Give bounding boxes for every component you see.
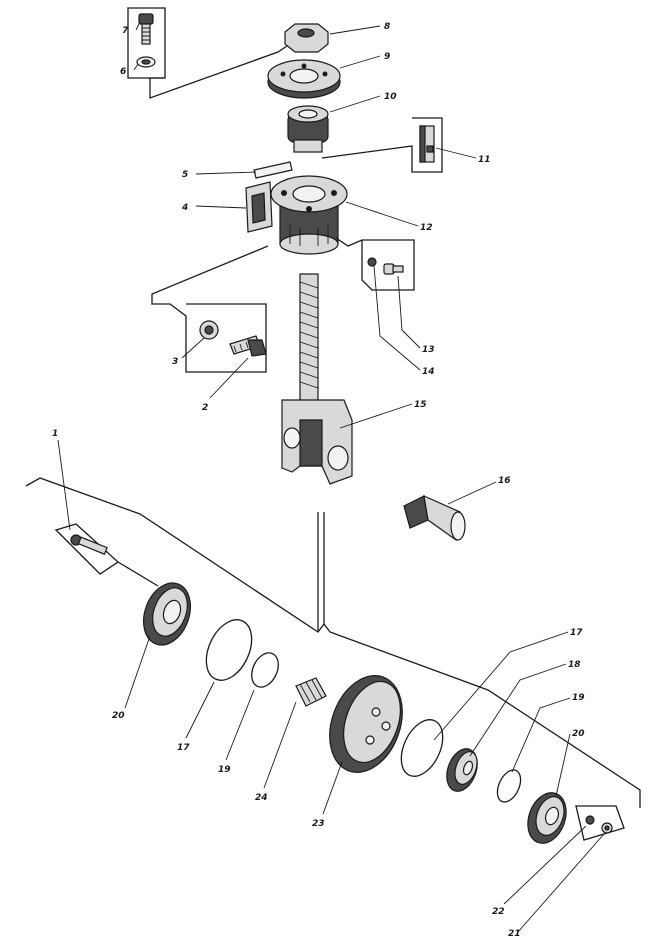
callout-3: 3 [172,357,178,367]
part-21-nut [601,822,613,834]
callout-20-right: 20 [572,729,585,739]
callout-22: 22 [492,907,505,917]
part-9-flange [267,59,341,99]
part-15-screw-yoke [281,273,353,485]
callout-17-left: 17 [177,743,190,753]
callout-10: 10 [384,92,397,102]
callout-14: 14 [422,367,435,377]
part-18-bearing [446,748,478,792]
detail-box-key [321,117,443,173]
part-17-gasket-right [400,719,444,777]
part-22-washer [585,815,595,825]
part-10-bushing [287,105,329,153]
detail-box-bolt-1 [54,523,159,587]
callout-24: 24 [255,793,268,803]
part-24-needle-bearing [295,677,327,707]
callout-21: 21 [508,929,521,939]
part-23-gear [329,674,403,774]
detail-box-bolt-washer [127,7,291,99]
part-16-axle-pin [403,494,466,542]
callout-6: 6 [120,67,126,77]
part-19-ring-left [251,652,279,688]
part-19-ring-right [496,769,522,803]
part-14-washer [367,257,377,267]
callout-8: 8 [384,22,390,32]
part-8-nut [284,23,329,53]
part-2-bolt [229,335,267,357]
part-13-screw [383,263,404,275]
part-1-bolt [70,534,108,555]
callout-13: 13 [422,345,435,355]
callout-5: 5 [182,170,188,180]
part-3-nut [199,320,219,340]
callout-4: 4 [181,203,188,213]
callout-18: 18 [568,660,581,670]
leader-lines [57,21,605,933]
part-20-bearing-left [143,582,191,646]
detail-box-bolt-nut [151,245,269,373]
callout-11: 11 [478,155,491,165]
detail-box-small-parts [575,805,625,841]
callout-15: 15 [414,400,427,410]
detail-box-screw-washer [335,237,415,291]
callout-labels: 7 6 8 9 10 11 5 4 12 3 2 13 14 15 16 1 2… [52,22,585,939]
callout-19-left: 19 [218,765,231,775]
callout-2: 2 [202,403,208,413]
callout-19-right: 19 [572,693,585,703]
callout-7: 7 [122,26,129,36]
part-7-bolt [138,13,154,45]
assembly-axis-line [25,477,641,808]
part-11-key [419,125,435,163]
callout-20-left: 20 [112,711,125,721]
part-17-gasket-left [205,619,253,681]
part-4-clamp-plate [245,181,273,233]
part-20-bearing-right [527,792,567,844]
part-6-washer [136,56,156,68]
callout-1: 1 [52,429,58,439]
callout-16: 16 [498,476,511,486]
part-12-housing [270,175,348,255]
callout-9: 9 [384,52,390,62]
part-5-shim [253,161,293,179]
callout-23: 23 [312,819,325,829]
callout-12: 12 [420,223,433,233]
callout-17-right: 17 [570,628,583,638]
